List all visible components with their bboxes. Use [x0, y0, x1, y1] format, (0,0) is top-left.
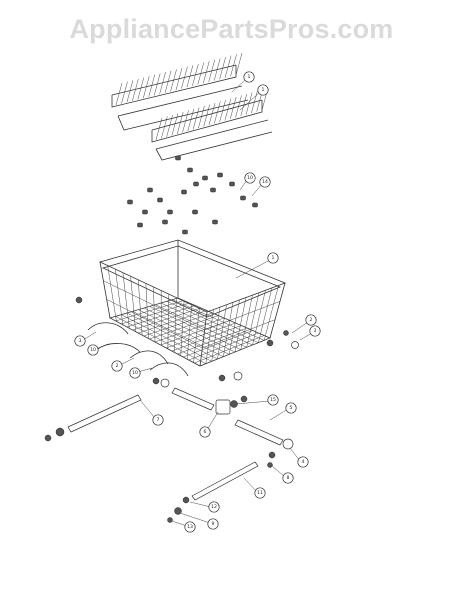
callout-circle: [254, 487, 266, 499]
dishrack-basket: [98, 239, 287, 367]
roller-assemblies: [44, 296, 299, 523]
callout-circle: [309, 325, 321, 337]
callout-number: 12: [211, 504, 217, 510]
callout-circle: [282, 472, 294, 484]
callout-number: 1: [262, 87, 265, 93]
callout-c14: 15: [267, 394, 279, 406]
callout-number: 4: [302, 459, 305, 465]
callout-c2: 1: [257, 84, 269, 96]
callout-number: 10: [247, 175, 253, 181]
callout-c12: 7: [152, 414, 164, 426]
callout-circle: [285, 402, 297, 414]
callout-c5: 1: [267, 252, 279, 264]
callout-circle: [267, 394, 279, 406]
watermark: AppliancePartsPros.com: [69, 14, 394, 44]
callout-c18: 11: [254, 487, 266, 499]
callout-number: 5: [290, 405, 293, 411]
callout-circle: [297, 456, 309, 468]
callout-number: 3: [314, 328, 317, 334]
callout-c16: 4: [297, 456, 309, 468]
callout-circle: [129, 367, 141, 379]
callout-circle: [74, 335, 86, 347]
rack-clips: [127, 155, 258, 235]
callout-c13: 6: [199, 426, 211, 438]
callout-c6: 2: [305, 314, 317, 326]
callout-c7: 3: [309, 325, 321, 337]
callout-circle: [267, 252, 279, 264]
callout-number: 7: [157, 417, 160, 423]
callout-number: 8: [287, 475, 290, 481]
callout-c21: 13: [184, 521, 196, 533]
callout-c10: 2: [111, 360, 123, 372]
callout-circle: [152, 414, 164, 426]
callout-circle: [184, 521, 196, 533]
callout-circle: [305, 314, 317, 326]
callout-c9: 10: [87, 344, 99, 356]
callout-circle: [111, 360, 123, 372]
callout-number: 2: [116, 363, 119, 369]
callout-circle: [208, 501, 220, 513]
callout-number: 15: [270, 397, 276, 403]
callout-number: 13: [187, 524, 193, 530]
side-rails: [87, 322, 189, 377]
callout-circle: [207, 518, 219, 530]
callout-c4: 14: [259, 176, 271, 188]
tine-row-lower: [151, 87, 273, 161]
callout-c17: 8: [282, 472, 294, 484]
callout-circle: [257, 84, 269, 96]
callout-c20: 9: [207, 518, 219, 530]
callout-c19: 12: [208, 501, 220, 513]
callout-circle: [243, 71, 255, 83]
callout-circle: [244, 172, 256, 184]
callout-number: 10: [132, 370, 138, 376]
callout-number: 6: [204, 429, 207, 435]
callout-circle: [199, 426, 211, 438]
callout-number: 2: [310, 317, 313, 323]
callout-c15: 5: [285, 402, 297, 414]
leader-lines: [82, 78, 313, 527]
callout-number: 14: [262, 179, 268, 185]
callout-c1: 1: [243, 71, 255, 83]
callout-c11: 10: [129, 367, 141, 379]
callout-number: 11: [257, 490, 263, 496]
callout-number: 1: [248, 74, 251, 80]
tine-row-upper: [111, 52, 249, 131]
callout-circle: [259, 176, 271, 188]
callout-number: 10: [90, 347, 96, 353]
callout-number: 1: [272, 255, 275, 261]
callout-circle: [87, 344, 99, 356]
callout-number: 9: [212, 521, 215, 527]
callout-c8: 3: [74, 335, 86, 347]
callout-number: 3: [79, 338, 82, 344]
callout-c3: 10: [244, 172, 256, 184]
